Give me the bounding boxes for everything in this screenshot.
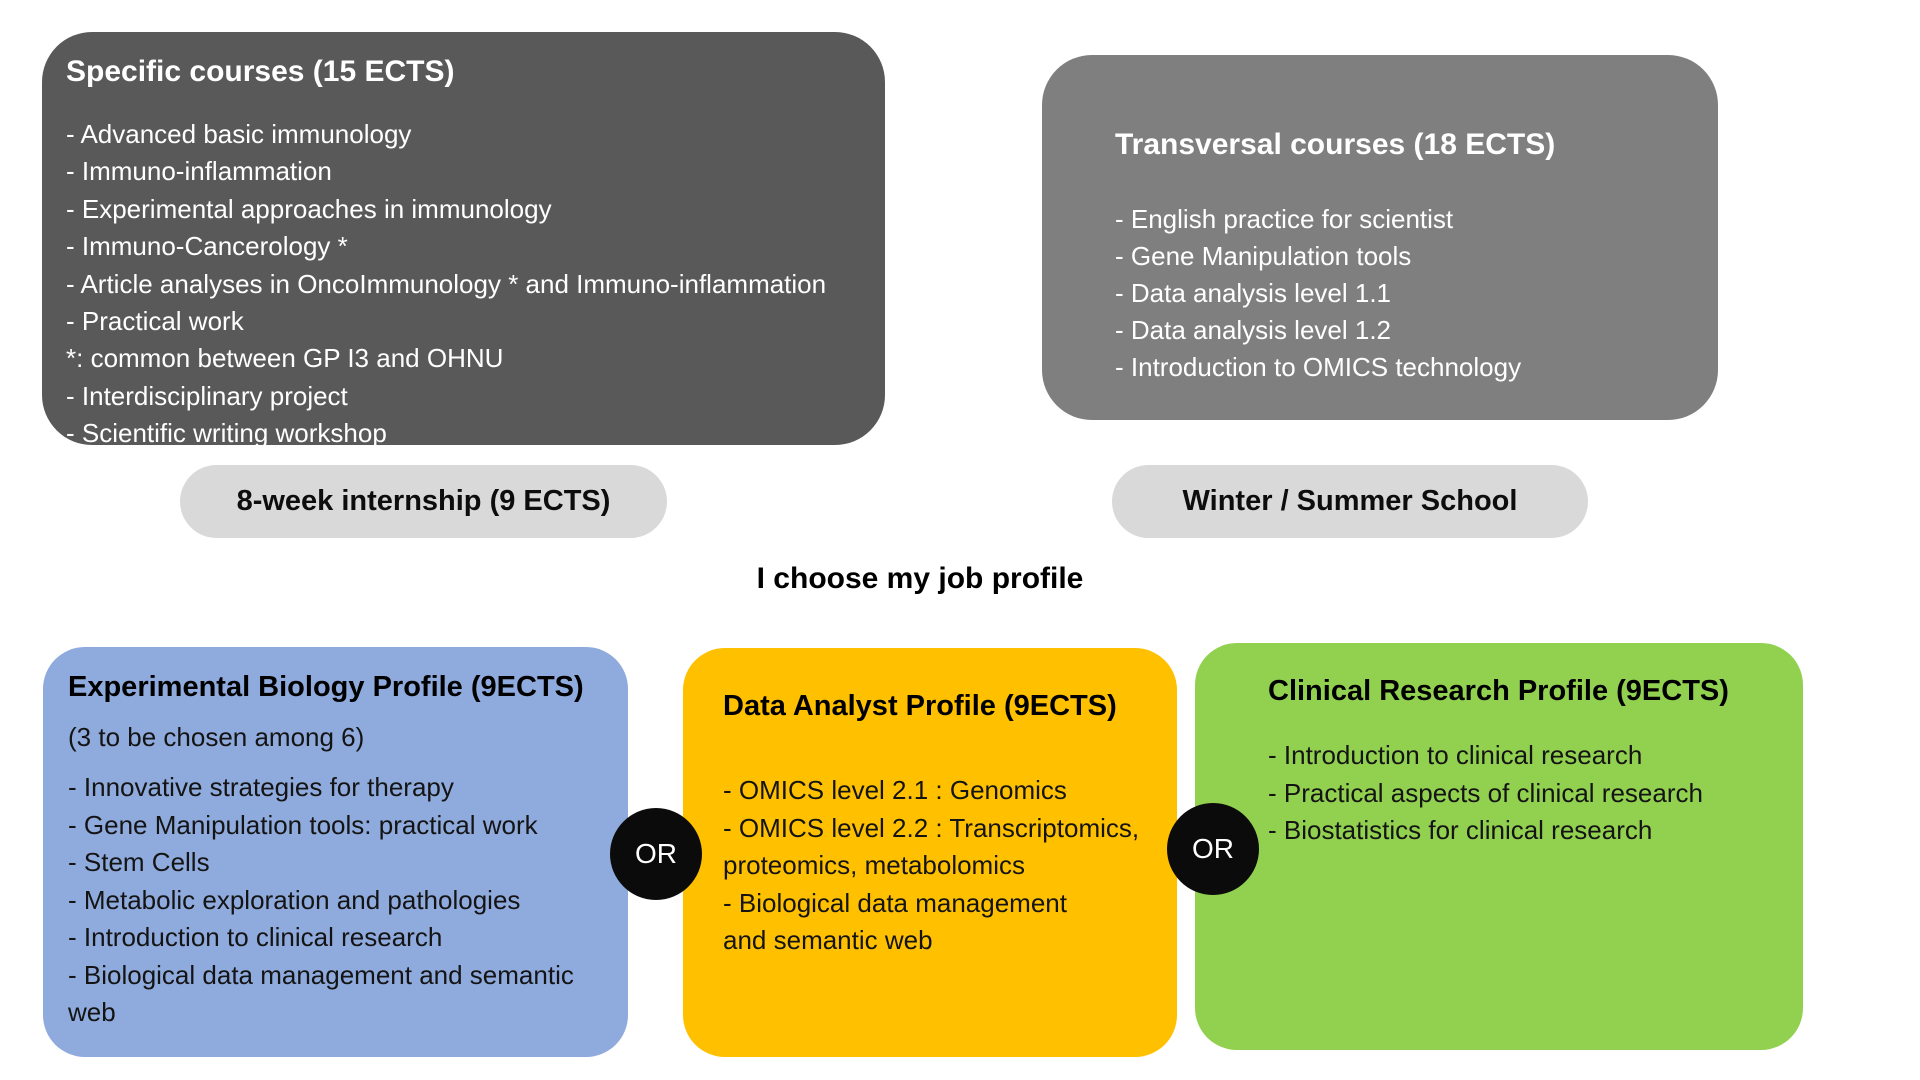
transversal-course-item: - Gene Manipulation tools	[1115, 241, 1412, 271]
data-analyst-profile-item-wrap: proteomics, metabolomics	[723, 850, 1025, 880]
or-separator-1: OR	[610, 808, 702, 900]
experimental-profile-item: - Innovative strategies for therapy	[68, 772, 454, 802]
experimental-profile-item: - Metabolic exploration and pathologies	[68, 884, 521, 915]
transversal-course-item: - Data analysis level 1.2	[1115, 315, 1392, 345]
internship-pill-label: 8-week internship (9 ECTS)	[236, 485, 611, 517]
data-analyst-profile-item: - OMICS level 2.2 : Transcriptomics,	[723, 812, 1140, 843]
experimental-profile-item: - Gene Manipulation tools: practical wor…	[68, 809, 538, 840]
specific-course-item: - Immuno-Cancerology *	[66, 231, 348, 262]
specific-course-item: - Experimental approaches in immunology	[66, 193, 552, 224]
or-label: OR	[1192, 833, 1234, 864]
clinical-research-profile-title: Clinical Research Profile (9ECTS)	[1268, 675, 1729, 707]
clinical-research-profile-box: Clinical Research Profile (9ECTS) - Intr…	[1195, 643, 1803, 1050]
experimental-biology-profile-subtitle: (3 to be chosen among 6)	[68, 722, 365, 752]
specific-course-item: - Advanced basic immunology	[66, 119, 412, 149]
clinical-profile-item: - Practical aspects of clinical research	[1268, 777, 1703, 808]
experimental-profile-item-wrap: web	[68, 997, 116, 1027]
experimental-biology-profile-title: Experimental Biology Profile (9ECTS)	[68, 671, 584, 703]
transversal-course-item: - Introduction to OMICS technology	[1115, 352, 1522, 382]
internship-pill: 8-week internship (9 ECTS)	[180, 465, 667, 538]
experimental-profile-item: - Biological data management and semanti…	[68, 959, 574, 990]
data-analyst-profile-item-wrap: and semantic web	[723, 925, 933, 955]
specific-courses-title: Specific courses (15 ECTS)	[66, 55, 455, 88]
experimental-profile-item: - Introduction to clinical research	[68, 922, 443, 952]
specific-course-item: - Practical work	[66, 306, 244, 337]
data-analyst-profile-item: - Biological data management	[723, 887, 1067, 918]
experimental-biology-profile-box: Experimental Biology Profile (9ECTS) (3 …	[43, 647, 628, 1057]
data-analyst-profile-item: - OMICS level 2.1 : Genomics	[723, 775, 1067, 805]
specific-courses-box: Specific courses (15 ECTS) - Advanced ba…	[42, 32, 885, 448]
specific-courses-footnote: *: common between GP I3 and OHNU	[66, 343, 504, 374]
clinical-profile-item: - Biostatistics for clinical research	[1268, 815, 1653, 845]
transversal-course-item: - English practice for scientist	[1115, 204, 1454, 234]
specific-course-item: - Interdisciplinary project	[66, 380, 348, 411]
experimental-profile-item: - Stem Cells	[68, 847, 210, 877]
clinical-profile-item: - Introduction to clinical research	[1268, 740, 1643, 770]
data-analyst-profile-box: Data Analyst Profile (9ECTS) - OMICS lev…	[683, 648, 1177, 1057]
transversal-course-item: - Data analysis level 1.1	[1115, 278, 1392, 308]
specific-course-item: - Scientific writing workshop	[66, 418, 387, 449]
job-profile-heading: I choose my job profile	[756, 562, 1084, 595]
winter-summer-school-pill: Winter / Summer School	[1112, 465, 1588, 538]
or-label: OR	[635, 838, 677, 869]
specific-course-item: - Article analyses in OncoImmunology * a…	[66, 268, 827, 299]
or-separator-2: OR	[1167, 803, 1259, 895]
specific-course-item: - Immuno-inflammation	[66, 156, 332, 187]
winter-summer-school-label: Winter / Summer School	[1182, 485, 1518, 517]
transversal-courses-title: Transversal courses (18 ECTS)	[1115, 128, 1556, 161]
transversal-courses-box: Transversal courses (18 ECTS) - English …	[1042, 55, 1718, 420]
data-analyst-profile-title: Data Analyst Profile (9ECTS)	[723, 690, 1117, 722]
